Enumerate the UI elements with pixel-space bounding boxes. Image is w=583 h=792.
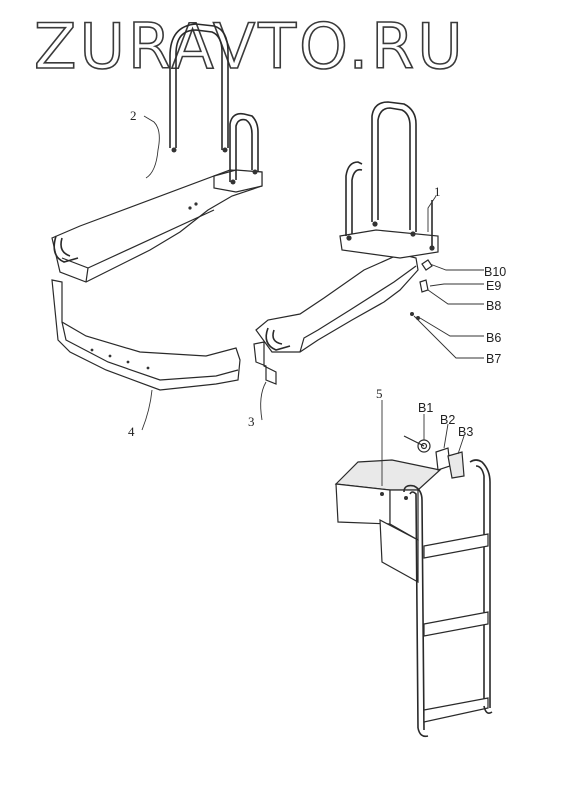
callout-5: 5 <box>376 386 383 401</box>
part-1-right-step-assembly <box>253 101 439 385</box>
callout-e9: E9 <box>486 279 501 293</box>
callout-b6: B6 <box>486 331 501 345</box>
callout-1: 1 <box>434 184 441 199</box>
leader-lines <box>141 115 484 486</box>
callout-3: 3 <box>248 414 255 429</box>
callout-b7: B7 <box>486 352 501 366</box>
callout-4: 4 <box>128 424 135 439</box>
part-2-left-step-assembly <box>51 23 263 283</box>
watermark-text: ZURAVTO.RU <box>34 10 466 83</box>
callout-b3: B3 <box>458 425 473 439</box>
callout-b10: B10 <box>484 265 506 279</box>
callout-labels: 2 1 B10 E9 B8 B6 B7 3 4 5 B1 B2 B3 <box>128 108 506 439</box>
callout-b1: B1 <box>418 401 433 415</box>
callout-b8: B8 <box>486 299 501 313</box>
callout-2: 2 <box>130 108 137 123</box>
part-5-ladder-assembly <box>334 435 493 738</box>
part-4-lower-guard <box>51 279 241 391</box>
callout-b2: B2 <box>440 413 455 427</box>
